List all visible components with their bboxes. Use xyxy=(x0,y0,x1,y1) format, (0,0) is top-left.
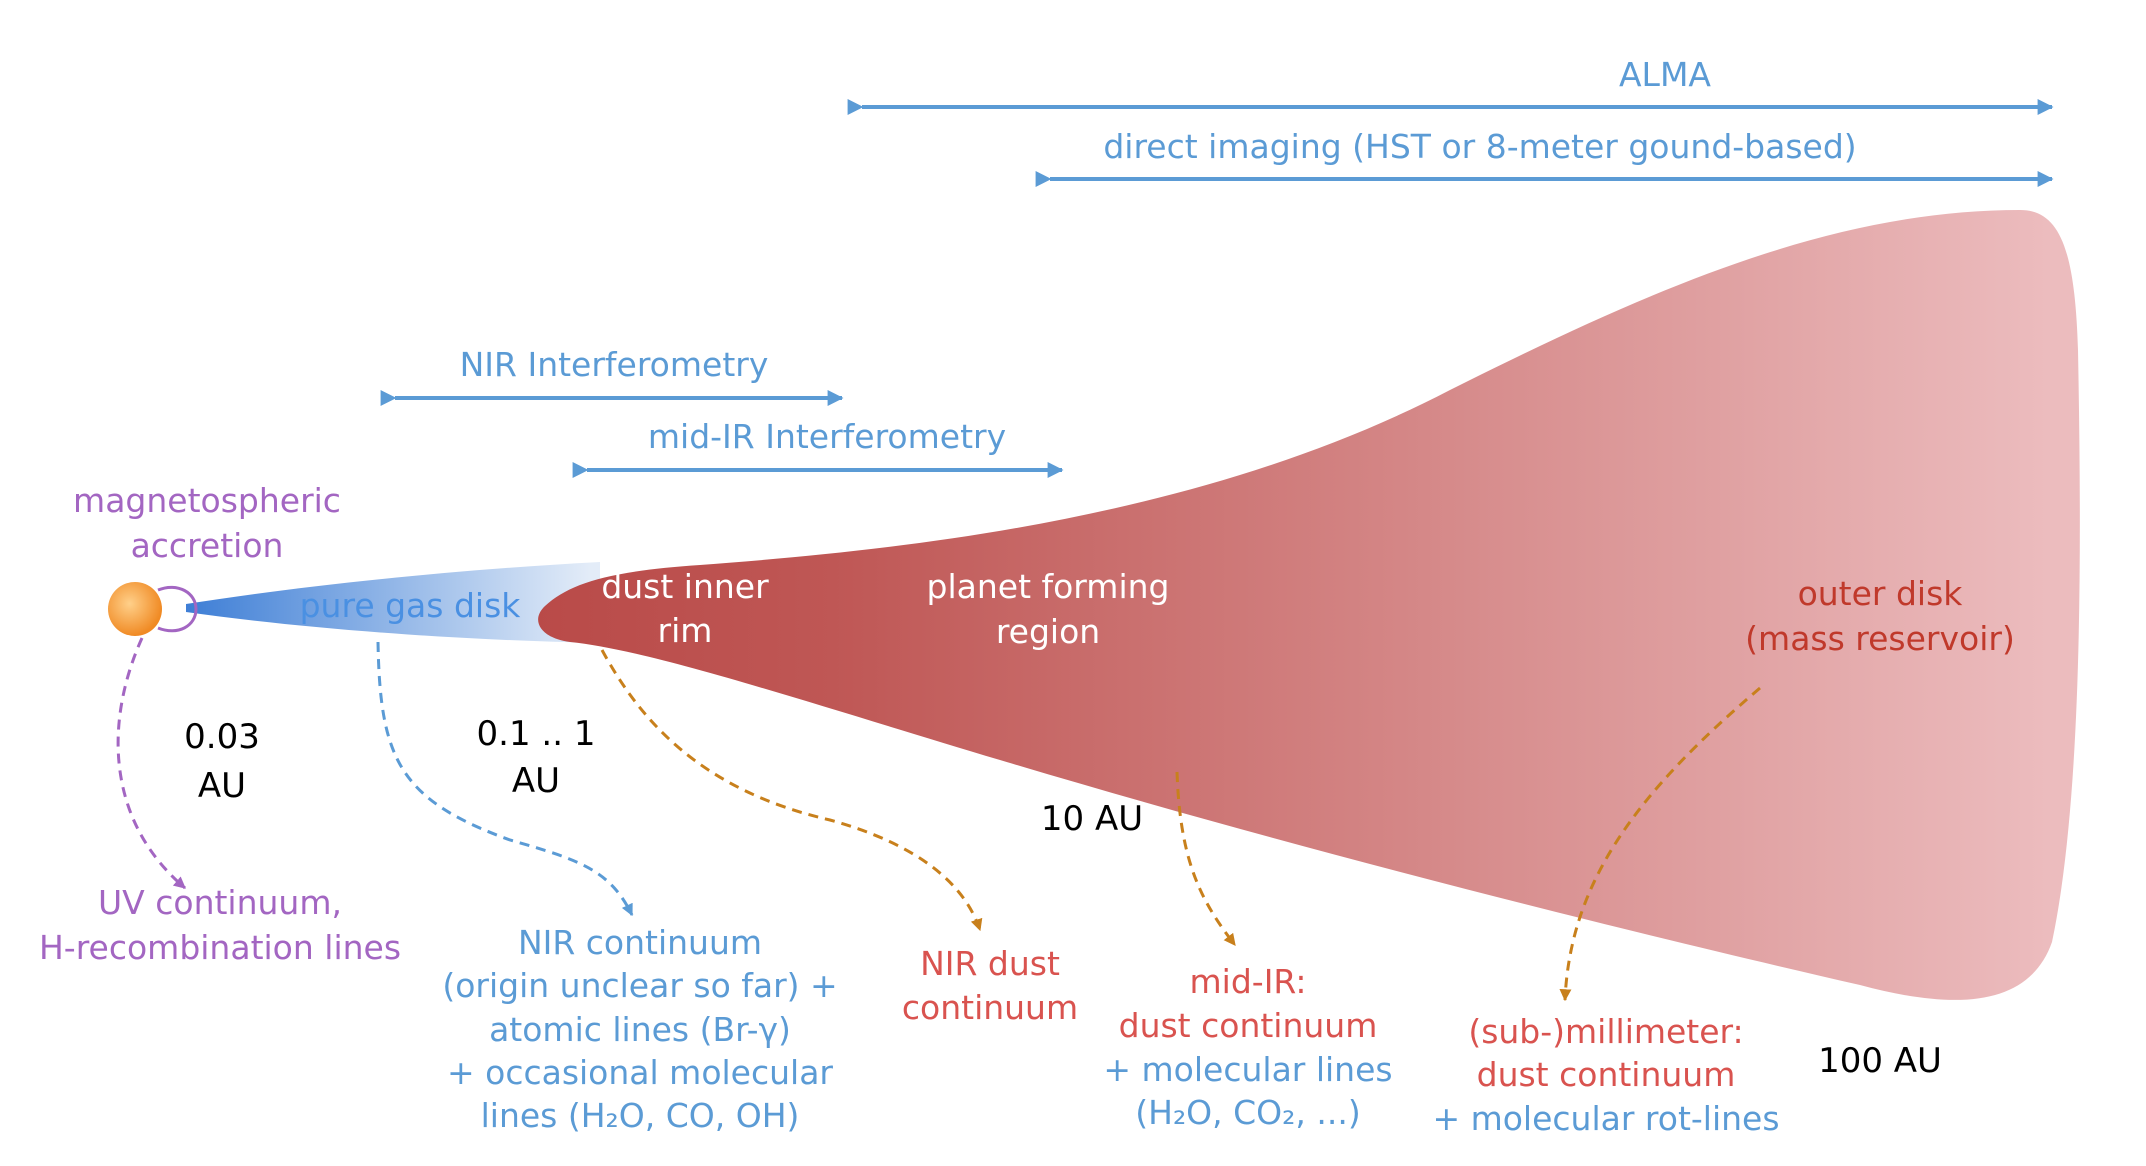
distance-10-au: 10 AU xyxy=(1041,799,1143,839)
pure-gas-disk-label: pure gas disk xyxy=(300,586,522,625)
alma-label: ALMA xyxy=(1619,55,1711,94)
submm-label-2: dust continuum xyxy=(1477,1055,1736,1094)
nir-dust-label-1: NIR dust xyxy=(920,944,1060,983)
distance-0-1-1-au-2: AU xyxy=(512,761,560,801)
nir-continuum-label-1: NIR continuum xyxy=(518,923,762,962)
dust-disk-shape xyxy=(538,210,2080,1000)
magnetosphere-loop xyxy=(157,585,198,633)
midir-label-4: (H₂O, CO₂, ...) xyxy=(1135,1093,1360,1132)
magnetospheric-label-1: magnetospheric xyxy=(73,481,341,520)
distance-0-03-au-2: AU xyxy=(198,766,246,806)
magnetospheric-label-2: accretion xyxy=(131,526,284,565)
dust-rim-label-2: rim xyxy=(658,611,713,650)
submm-label-1: (sub-)millimeter: xyxy=(1468,1012,1743,1051)
midir-arrow xyxy=(1175,771,1237,946)
nir-interferometry-label: NIR Interferometry xyxy=(460,345,769,384)
planet-forming-label-2: region xyxy=(996,612,1100,651)
nir-continuum-label-2: (origin unclear so far) + xyxy=(442,966,837,1005)
nir-continuum-label-3: atomic lines (Br-γ) xyxy=(489,1010,791,1049)
pure-gas-disk-shape xyxy=(186,562,600,643)
nir-dust-arrow xyxy=(600,649,983,932)
nir-continuum-label-5: lines (H₂O, CO, OH) xyxy=(481,1096,800,1135)
submm-label-3: + molecular rot-lines xyxy=(1432,1099,1779,1138)
midir-label-1: mid-IR: xyxy=(1190,962,1307,1001)
submm-arrow xyxy=(1559,686,1761,1002)
nir-continuum-label-4: + occasional molecular xyxy=(447,1053,833,1092)
nir-continuum-arrow xyxy=(376,641,634,917)
outer-disk-label-2: (mass reservoir) xyxy=(1745,619,2015,658)
dust-rim-label-1: dust inner xyxy=(601,567,769,606)
distance-100-au: 100 AU xyxy=(1818,1041,1942,1081)
outer-disk-label-1: outer disk xyxy=(1798,574,1964,613)
distance-0-03-au-1: 0.03 xyxy=(184,717,260,757)
direct-imaging-label: direct imaging (HST or 8-meter gound-bas… xyxy=(1103,127,1856,166)
planet-forming-label-1: planet forming xyxy=(927,567,1170,606)
star xyxy=(108,582,162,636)
midir-label-3: + molecular lines xyxy=(1103,1050,1392,1089)
distance-0-1-1-au-1: 0.1 .. 1 xyxy=(477,714,596,754)
uv-label-2: H-recombination lines xyxy=(39,928,401,967)
uv-arrow xyxy=(116,637,186,890)
nir-dust-label-2: continuum xyxy=(902,988,1078,1027)
midir-interferometry-label: mid-IR Interferometry xyxy=(648,417,1006,456)
midir-label-2: dust continuum xyxy=(1119,1006,1378,1045)
uv-label-1: UV continuum, xyxy=(98,883,342,922)
